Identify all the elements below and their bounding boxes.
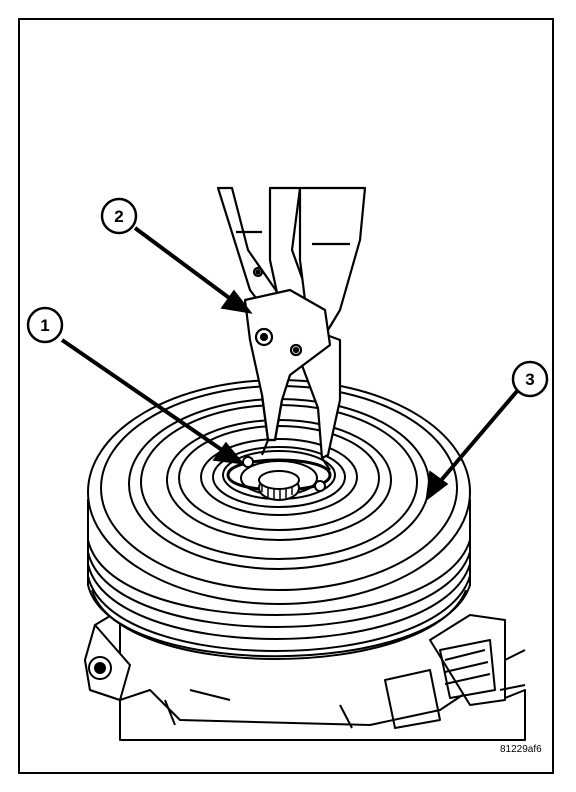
callout-3: 3 xyxy=(511,360,549,398)
pulley-face xyxy=(87,379,471,605)
callout-1-label: 1 xyxy=(40,316,49,335)
snap-ring-pliers xyxy=(216,186,367,471)
callout-3-label: 3 xyxy=(525,370,534,389)
callout-2: 2 xyxy=(100,197,138,235)
callout-1: 1 xyxy=(26,306,64,344)
leader-lines xyxy=(60,226,520,502)
callout-2-label: 2 xyxy=(114,207,123,226)
figure-id: 81229af6 xyxy=(500,744,542,755)
compressor-body xyxy=(84,609,526,741)
